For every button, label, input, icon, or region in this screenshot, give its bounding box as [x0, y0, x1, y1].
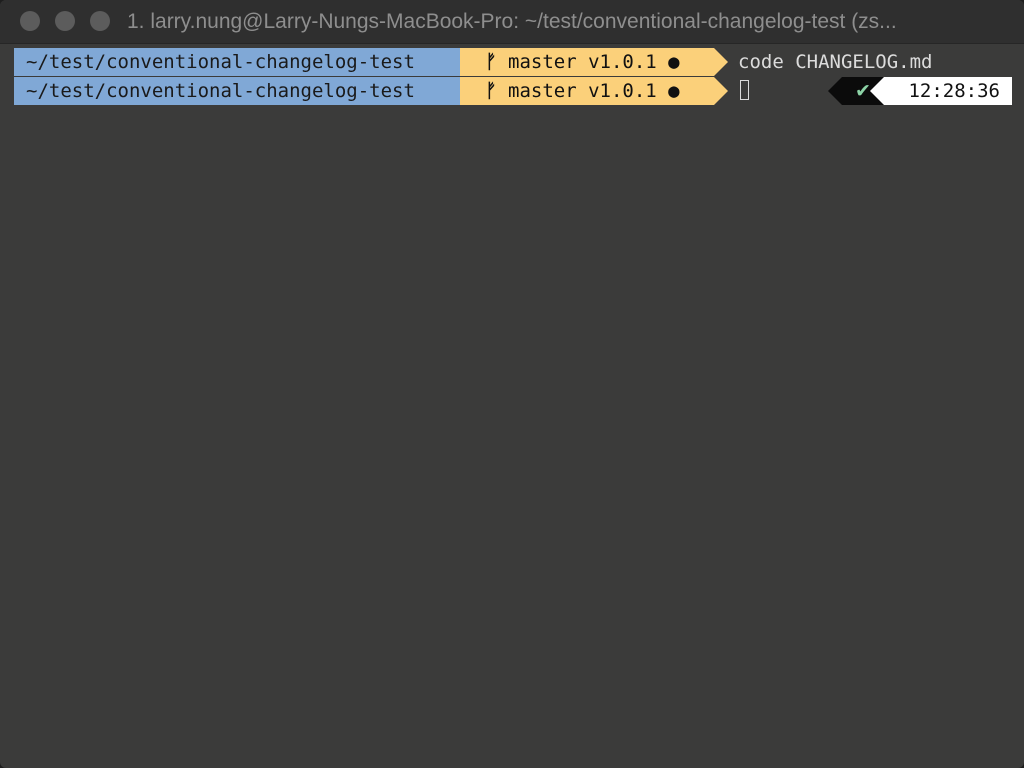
prompt-line: ~/test/conventional-changelog-test ᚠ mast… — [14, 48, 1014, 76]
powerline-separator — [870, 77, 884, 105]
prompt-directory-segment: ~/test/conventional-changelog-test — [14, 77, 460, 105]
window-title: 1. larry.nung@Larry-Nungs-MacBook-Pro: ~… — [127, 10, 897, 33]
terminal-output[interactable]: ~/test/conventional-changelog-test ᚠ mast… — [14, 48, 1014, 758]
powerline-separator — [828, 77, 842, 105]
prompt-git-segment: ᚠ master v1.0.1 ● — [460, 77, 714, 105]
prompt-git-segment: ᚠ master v1.0.1 ● — [460, 48, 714, 76]
git-branch-icon: ᚠ — [485, 51, 497, 73]
prompt-line: ~/test/conventional-changelog-test ᚠ mast… — [14, 77, 1014, 105]
text-cursor[interactable] — [740, 80, 749, 100]
git-status-text: master v1.0.1 ● — [508, 80, 680, 102]
minimize-window-button[interactable] — [55, 11, 75, 31]
powerline-separator — [714, 48, 728, 76]
title-bar[interactable]: 1. larry.nung@Larry-Nungs-MacBook-Pro: ~… — [0, 0, 1024, 44]
typed-command: code CHANGELOG.md — [738, 51, 933, 73]
powerline-separator — [714, 77, 728, 105]
git-status-text: master v1.0.1 ● — [508, 51, 680, 73]
prompt-directory-segment: ~/test/conventional-changelog-test — [14, 48, 460, 76]
git-branch-icon: ᚠ — [485, 80, 497, 102]
prompt-time: 12:28:36 — [884, 77, 1012, 105]
close-window-button[interactable] — [20, 11, 40, 31]
zoom-window-button[interactable] — [90, 11, 110, 31]
